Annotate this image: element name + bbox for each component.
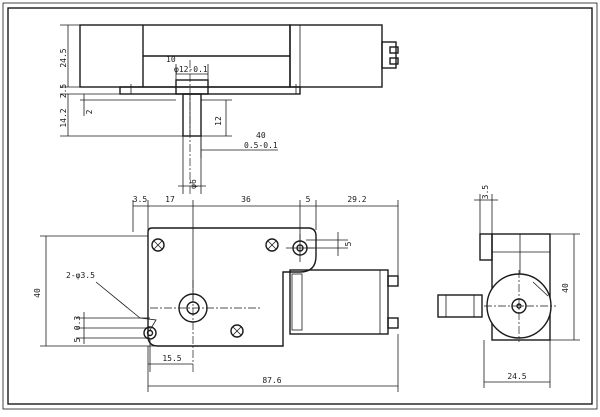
side-housing <box>491 233 551 341</box>
outer-border <box>2 2 598 410</box>
dim-side-24-5: 24.5 <box>507 372 526 381</box>
dim-flat-top: 40 <box>256 131 266 140</box>
top-motor <box>289 24 383 88</box>
dim-front-3-5: 3.5 <box>133 195 148 204</box>
dim-front-87-6: 87.6 <box>262 376 281 385</box>
dim-2-5: 2.5 <box>59 84 68 99</box>
dim-front-v5: 5 <box>344 241 353 246</box>
front-motor <box>289 269 389 335</box>
side-view: 3.5 40 24.5 <box>437 185 580 388</box>
inner-border <box>7 7 593 405</box>
dim-front-36: 36 <box>241 195 251 204</box>
side-flange <box>479 233 493 261</box>
dim-side-3-5: 3.5 <box>481 185 490 200</box>
dim-phi6: φ6 <box>189 179 198 189</box>
screw-top-left <box>151 238 165 252</box>
dim-front-17: 17 <box>165 195 175 204</box>
dim-holes: 2-φ3.5 <box>66 271 95 280</box>
front-plate <box>147 227 317 347</box>
dim-side-40: 40 <box>561 283 570 293</box>
dim-24-5: 24.5 <box>59 48 68 67</box>
dim-front-15-5: 15.5 <box>162 354 181 363</box>
mount-hole-left <box>143 326 157 340</box>
side-shaft <box>437 294 483 318</box>
dim-front-v5b: 5 <box>73 337 82 342</box>
front-view: 3.5 17 36 5 29.2 5 40 2-φ3.5 0.3 5 15.5 <box>33 195 399 392</box>
dim-14-2: 14.2 <box>59 108 68 127</box>
dim-2: 2 <box>85 109 94 114</box>
dim-front-5: 5 <box>306 195 311 204</box>
screw-bottom <box>230 324 244 338</box>
screw-top-right <box>265 238 279 252</box>
top-base-plate <box>119 86 301 95</box>
dim-top-10: 10 <box>166 55 176 64</box>
dim-phi12: φ12-0.1 <box>174 65 208 74</box>
dim-flat: 0.5-0.1 <box>244 141 278 150</box>
dim-front-0-3: 0.3 <box>73 316 82 331</box>
top-shaft <box>182 93 202 137</box>
dim-front-29-2: 29.2 <box>347 195 366 204</box>
dim-12: 12 <box>214 116 223 126</box>
top-view: 24.5 2.5 14.2 2 12 10 φ12-0.1 40 0.5-0.1… <box>59 24 399 196</box>
dim-front-40: 40 <box>33 288 42 298</box>
